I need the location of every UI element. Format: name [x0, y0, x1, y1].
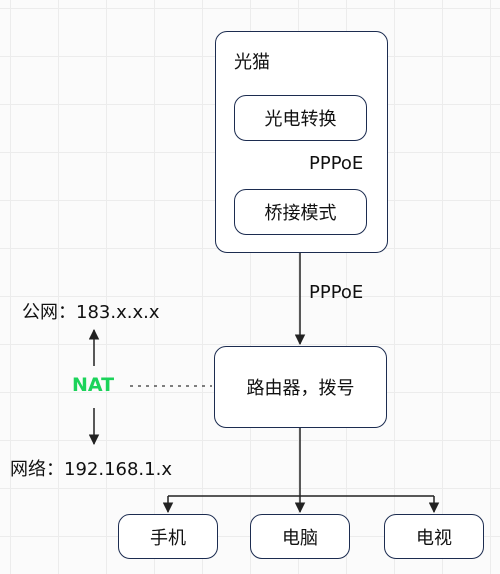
- device-computer: 电脑: [250, 514, 350, 559]
- inner-pppoe-label: PPPoE: [309, 153, 364, 174]
- modem-title: 光猫: [234, 52, 270, 73]
- device-tv: 电视: [384, 514, 484, 559]
- uplink-pppoe-label: PPPoE: [309, 282, 364, 303]
- bridge-box: 桥接模式: [234, 189, 367, 235]
- router-box: 路由器，拨号: [214, 346, 387, 428]
- nat-label: NAT: [72, 374, 115, 396]
- lan-ip-label: 网络：192.168.1.x: [10, 459, 172, 480]
- public-ip-label: 公网：183.x.x.x: [22, 302, 160, 323]
- device-phone: 手机: [118, 514, 218, 559]
- converter-box: 光电转换: [234, 95, 367, 141]
